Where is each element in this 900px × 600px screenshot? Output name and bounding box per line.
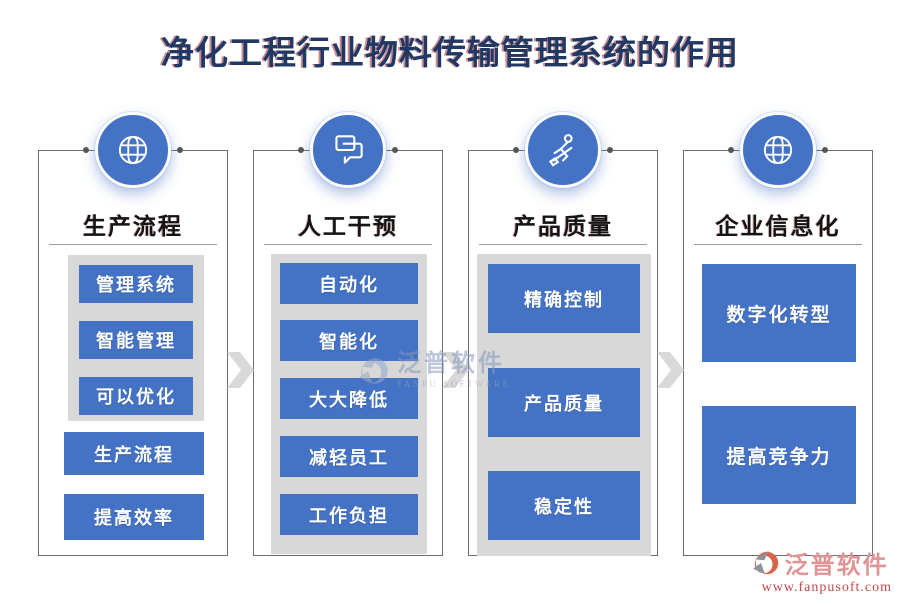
header-divider: [694, 244, 862, 245]
connector-dot: [298, 147, 304, 153]
chevron-right-icon: [442, 352, 469, 388]
fanpu-logo-icon: [752, 549, 782, 577]
column-manual-intervention: 人工干预 自动化 智能化 大大降低 减轻员工 工作负担: [253, 112, 443, 556]
item-button: 数字化转型: [702, 264, 856, 362]
column-panel: 精确控制 产品质量 稳定性: [477, 254, 651, 556]
brand-logo: 泛普软件 www.fanpusoft.com: [752, 545, 892, 596]
chevron-right-icon: [227, 352, 254, 388]
chat-bubbles-icon: [310, 112, 386, 188]
connector-dot: [728, 147, 734, 153]
item-button: 智能化: [280, 320, 418, 361]
column-panel: 管理系统 智能管理 可以优化: [68, 255, 204, 421]
chevron-right-icon: [657, 352, 684, 388]
connector-dot: [513, 147, 519, 153]
column-header: 企业信息化: [715, 214, 841, 239]
item-button: 稳定性: [488, 471, 640, 540]
column-header: 生产流程: [83, 214, 183, 239]
header-divider: [49, 244, 217, 245]
brand-name: 泛普软件: [784, 553, 889, 579]
connector-dot: [392, 147, 398, 153]
item-button: 工作负担: [280, 494, 418, 535]
item-button: 产品质量: [488, 368, 640, 437]
rowing-person-icon: [525, 112, 601, 188]
globe-icon: [95, 112, 171, 188]
column-product-quality: 产品质量 精确控制 产品质量 稳定性: [468, 112, 658, 556]
page-title: 净化工程行业物料传输管理系统的作用: [161, 36, 739, 72]
header-divider: [479, 244, 647, 245]
connector-dot: [83, 147, 89, 153]
brand-url: www.fanpusoft.com: [761, 580, 892, 595]
item-button: 精确控制: [488, 264, 640, 333]
globe-icon: [740, 112, 816, 188]
item-button: 提高效率: [64, 494, 204, 540]
item-button: 生产流程: [64, 432, 204, 475]
column-enterprise-informatization: 企业信息化 数字化转型 提高竞争力: [683, 112, 873, 556]
column-panel: 自动化 智能化 大大降低 减轻员工 工作负担: [271, 254, 427, 554]
item-button: 可以优化: [79, 377, 193, 415]
column-production-process: 生产流程 管理系统 智能管理 可以优化 生产流程 提高效率: [38, 112, 228, 556]
header-divider: [264, 244, 432, 245]
item-button: 提高竞争力: [702, 406, 856, 504]
connector-dot: [177, 147, 183, 153]
item-button: 减轻员工: [280, 436, 418, 477]
item-button: 大大降低: [280, 378, 418, 419]
column-header: 人工干预: [298, 214, 398, 239]
item-button: 管理系统: [79, 265, 193, 303]
connector-dot: [607, 147, 613, 153]
connector-dot: [822, 147, 828, 153]
item-button: 智能管理: [79, 321, 193, 359]
column-header: 产品质量: [513, 214, 613, 239]
item-button: 自动化: [280, 263, 418, 304]
